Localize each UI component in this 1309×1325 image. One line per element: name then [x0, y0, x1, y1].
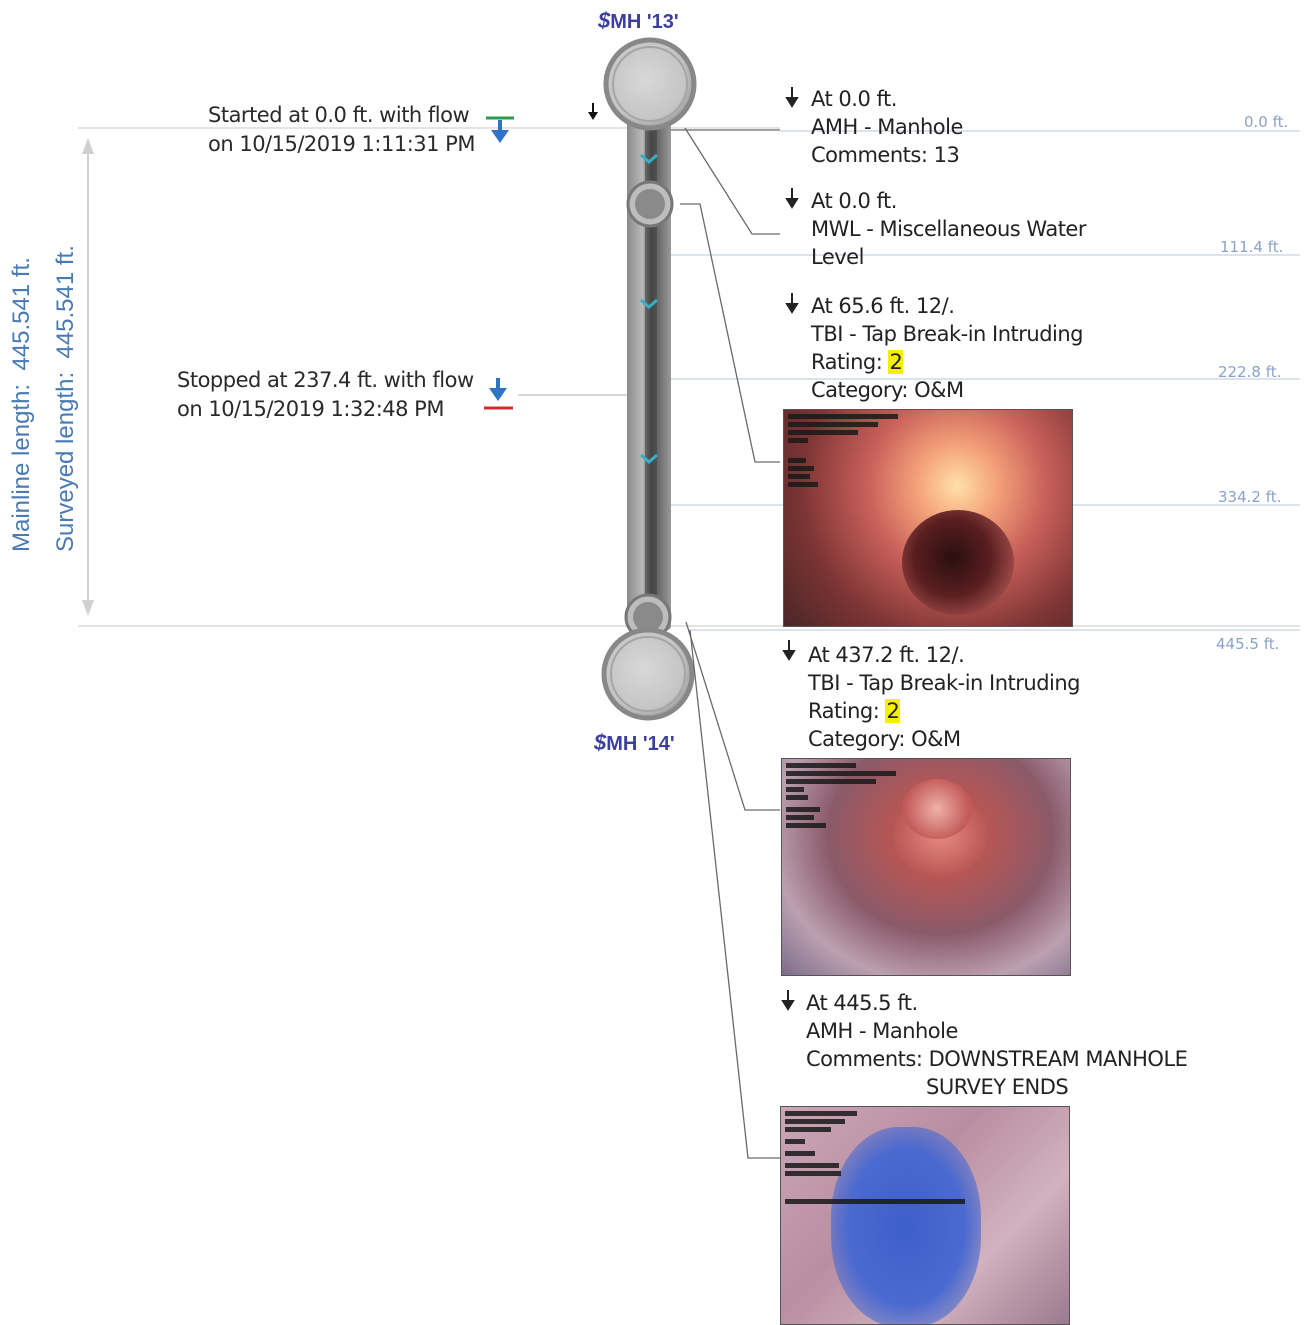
- down-arrow-icon: [588, 103, 598, 120]
- observation-code: MWL - Miscellaneous Water: [811, 217, 1087, 241]
- survey-start-info: Started at 0.0 ft. with flow on 10/15/20…: [208, 103, 475, 156]
- observation-code: TBI - Tap Break-in Intruding: [811, 322, 1084, 346]
- survey-stop-info: Stopped at 237.4 ft. with flow on 10/15/…: [177, 368, 474, 421]
- observation-distance: At 437.2 ft. 12/.: [808, 643, 965, 667]
- observation-comment: Comments: DOWNSTREAM MANHOLE: [806, 1047, 1188, 1071]
- observation-amh-downstream: At 445.5 ft. AMH - Manhole Comments: DOW…: [806, 989, 1188, 1101]
- observation-photo-2: [781, 758, 1071, 976]
- observation-amh-upstream: At 0.0 ft. AMH - Manhole Comments: 13: [811, 85, 963, 169]
- distance-mark-0: 0.0 ft.: [1244, 113, 1289, 131]
- observation-arrow-icons: [781, 87, 799, 1011]
- rating-value: 2: [885, 699, 901, 723]
- observation-distance: At 0.0 ft.: [811, 189, 897, 213]
- observation-tbi-2: At 437.2 ft. 12/. TBI - Tap Break-in Int…: [808, 641, 1081, 753]
- manhole-upstream: [603, 37, 697, 131]
- observation-tbi-1: At 65.6 ft. 12/. TBI - Tap Break-in Intr…: [811, 292, 1084, 404]
- rating-value: 2: [888, 350, 904, 374]
- length-arrow-top: [82, 138, 94, 154]
- surveyed-length-label: Surveyed length: 445.541 ft.: [52, 245, 79, 552]
- observation-category: Category: O&M: [811, 378, 964, 402]
- observation-code: AMH - Manhole: [811, 115, 963, 139]
- observation-photo-1: [783, 409, 1073, 627]
- distance-mark-1: 111.4 ft.: [1220, 238, 1284, 256]
- manhole-label-upstream: $MH '13': [598, 8, 679, 33]
- observation-mwl: At 0.0 ft. MWL - Miscellaneous Water Lev…: [811, 187, 1087, 271]
- observation-distance: At 445.5 ft.: [806, 991, 918, 1015]
- flow-chevrons: [640, 153, 658, 464]
- mainline-length-label: Mainline length: 445.541 ft.: [8, 257, 35, 552]
- length-arrow-bottom: [82, 600, 94, 616]
- observation-code: AMH - Manhole: [806, 1019, 958, 1043]
- observation-category: Category: O&M: [808, 727, 961, 751]
- observation-code-continued: Level: [811, 245, 864, 269]
- manhole-downstream: [601, 627, 695, 721]
- distance-mark-4: 445.5 ft.: [1216, 635, 1280, 653]
- distance-mark-3: 334.2 ft.: [1218, 488, 1282, 506]
- manhole-label-downstream: $MH '14': [594, 730, 675, 755]
- observation-photo-3: [780, 1106, 1070, 1325]
- observation-rating: Rating: 2: [808, 699, 901, 723]
- start-flow-icon: [486, 116, 514, 143]
- distance-mark-2: 222.8 ft.: [1218, 363, 1282, 381]
- stop-flow-icon: [484, 378, 513, 410]
- observation-comment: Comments: 13: [811, 143, 960, 167]
- observation-rating: Rating: 2: [811, 350, 904, 374]
- leader-lines: [671, 127, 780, 1159]
- observation-comment-continued: SURVEY ENDS: [926, 1075, 1069, 1099]
- observation-code: TBI - Tap Break-in Intruding: [808, 671, 1081, 695]
- observation-distance: At 65.6 ft. 12/.: [811, 294, 955, 318]
- observation-distance: At 0.0 ft.: [811, 87, 897, 111]
